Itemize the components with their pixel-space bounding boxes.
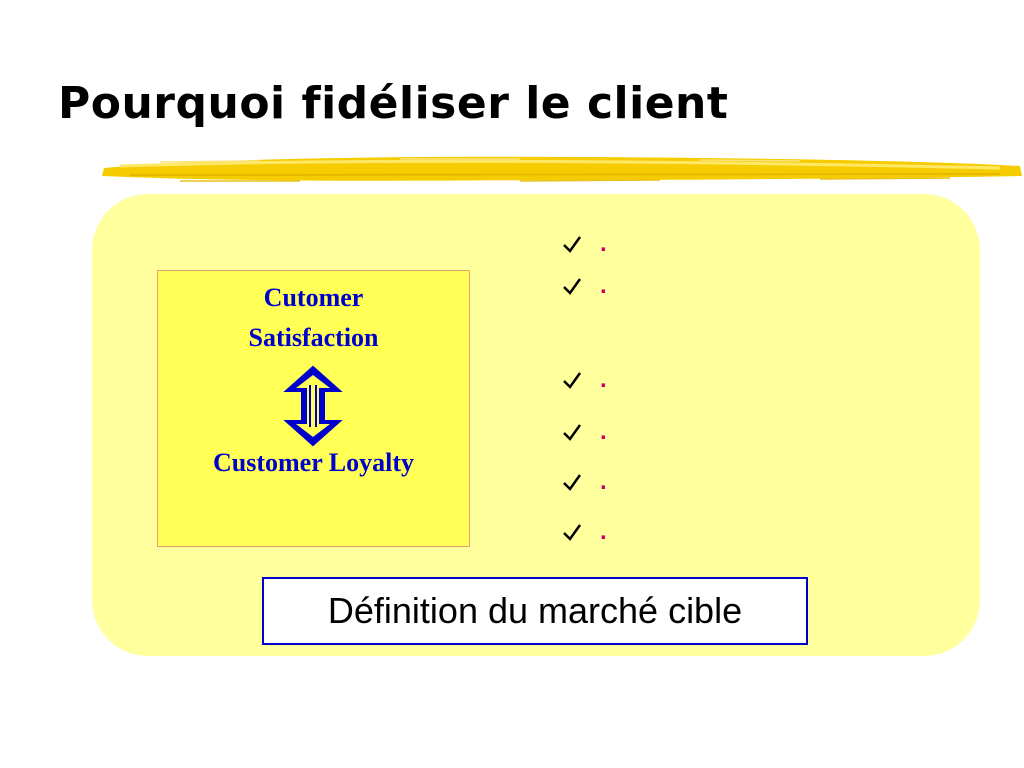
checkmark-icon [563,524,582,541]
check-item: . [562,272,642,302]
checkmark-icon [563,278,582,295]
check-item-text: . [600,518,607,545]
check-item-text: . [600,468,607,495]
slide-title: Pourquoi fidéliser le client [58,78,729,129]
check-item: . [562,468,642,498]
concept-line-3: Customer Loyalty [212,448,414,477]
concept-line-1: Cutomer [263,283,364,312]
check-item: . [562,518,642,548]
check-item-text: . [600,230,607,257]
double-headed-vertical-arrow-icon [283,365,343,447]
brush-stroke-underline [102,156,1022,182]
checkmark-icon [563,372,582,389]
checkmark-icon [563,474,582,491]
target-market-definition-box: Définition du marché cible [262,577,808,645]
check-item: . [562,366,642,396]
check-item: . [562,230,642,260]
check-item-text: . [600,272,607,299]
check-item-text: . [600,418,607,445]
checkmark-icon [563,424,582,441]
satisfaction-loyalty-box: Cutomer Satisfaction Customer Loyalty [157,270,470,547]
checkmark-icon [563,236,582,253]
concept-line-2: Satisfaction [248,323,379,352]
check-item-text: . [600,366,607,393]
check-item: . [562,418,642,448]
